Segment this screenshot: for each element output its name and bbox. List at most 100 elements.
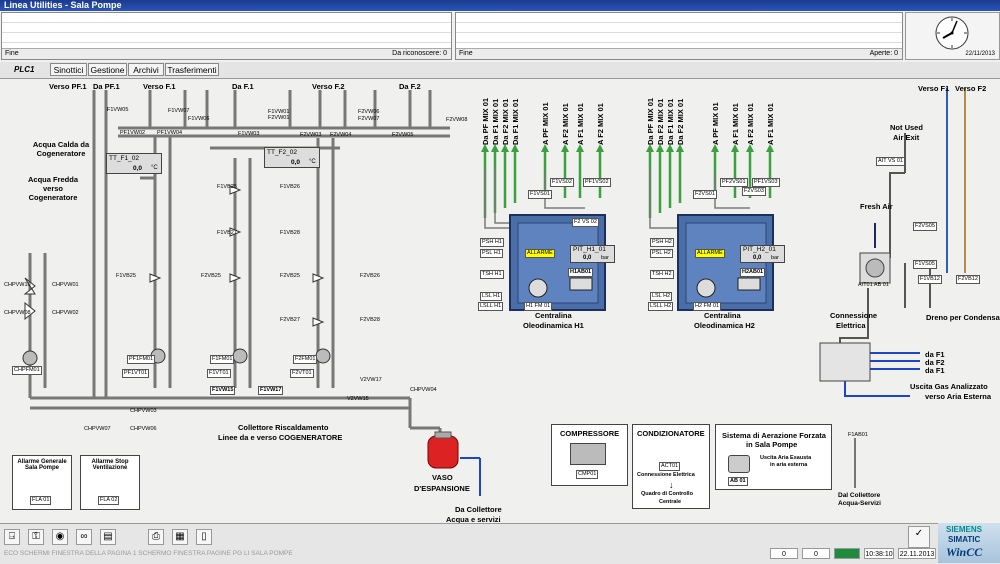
h1-alarm[interactable]: ALLARME [525,249,555,258]
valve-tag[interactable]: F2 VS 02 [572,218,599,227]
conditioner-tag[interactable]: ACT01 [659,462,681,471]
valve-tag[interactable]: F2VW08 [446,117,468,123]
ab01-tag[interactable]: AB 01 [728,477,748,486]
pump-tag[interactable]: F2FM01 [293,355,318,364]
unit-tag[interactable]: AIT01 AB 01 [858,282,889,288]
h2-motor[interactable]: H2 FM 01 [693,302,722,311]
key-icon[interactable]: ⚿ [28,529,44,545]
valve-tag[interactable]: F1VB25 [116,273,136,279]
temp-indicator-f1[interactable]: TT_F1_02 0,0 °C [106,153,162,174]
tab-archivi[interactable]: Archivi [128,63,164,76]
document-icon[interactable]: ▯ [196,529,212,545]
sensor-lsl-h2[interactable]: LSL H2 [650,292,673,301]
valve-tag[interactable]: CHPVW04 [410,387,437,393]
valve-tag[interactable]: F1VW05 [107,107,129,113]
pump-tag[interactable]: CHPFM01 [12,366,42,375]
valve-tag[interactable]: V2VW15 [347,396,369,402]
valve-tag[interactable]: PF2VS01 [720,178,748,187]
alarm-tag[interactable]: FLA 02 [98,496,120,505]
valve-tag[interactable]: PF1VS03 [752,178,780,187]
valve-tag[interactable]: F2VS01 [693,190,717,199]
conditioner-panel[interactable]: CONDIZIONATORE ACT01 Connessione Elettri… [632,424,710,509]
valve-tag[interactable]: CHPVW03 [130,408,157,414]
sensor-tsh-h1[interactable]: TSH H1 [480,270,504,279]
valve-tag[interactable]: F2VW05 [392,132,414,138]
valve-tag[interactable]: F2VB12 [956,275,980,284]
valve-tag[interactable]: F1VW06 [188,116,210,122]
binoculars-icon[interactable]: ∞ [76,529,92,545]
valve-tag[interactable]: F1VB12 [918,275,942,284]
valve-tag[interactable]: F2VS05 [913,222,937,231]
pump-button-f1vw17[interactable]: F1VW17 [258,386,284,395]
valve-tag[interactable]: PF1VW04 [157,130,183,136]
f1ab01-tag[interactable]: F1AB01 [848,432,868,438]
valve-tag[interactable]: F2VB28 [360,317,380,323]
alarm-tag[interactable]: FLA 01 [30,496,52,505]
valve-tag[interactable]: F1VW03 [238,131,260,137]
h2-alarm[interactable]: ALLARME [695,249,725,258]
valve-tag[interactable]: F2VW04 [330,132,352,138]
pump-tag[interactable]: PF1VT01 [122,369,150,378]
valve-tag[interactable]: F2VS03 [742,187,766,196]
camera-icon[interactable]: ◉ [52,529,68,545]
sensor-lsll-h1[interactable]: LSLL H1 [478,302,504,311]
valve-tag[interactable]: F1VW01 [268,109,290,115]
pump-tag[interactable]: PF1FM01 [127,355,156,364]
ait-tag[interactable]: AIT VS 01 [876,157,905,166]
h1-motor[interactable]: H1 FM 01 [524,302,553,311]
alarm-grid[interactable] [2,13,451,49]
valve-tag[interactable]: PF1VW02 [120,130,146,136]
tab-trasferimenti[interactable]: Trasferimenti [165,63,219,76]
pump-tag[interactable]: F1FM01 [210,355,235,364]
alarm-box-ventilazione[interactable]: Allarme Stop Ventilazione FLA 02 [80,455,140,510]
exit-icon[interactable]: ⍈ [4,529,20,545]
valve-tag[interactable]: F2VB25 [201,273,221,279]
print-icon[interactable]: ⎙ [148,529,164,545]
sensor-tsh-h2[interactable]: TSH H2 [650,270,674,279]
pump-tag[interactable]: F1VT01 [207,369,231,378]
sensor-lsll-h2[interactable]: LSLL H2 [648,302,674,311]
compressor-tag[interactable]: CMP01 [576,470,599,479]
valve-tag[interactable]: F1VB27 [217,230,237,236]
valve-tag[interactable]: F1VB25 [217,184,237,190]
aeration-panel[interactable]: Sistema di Aerazione Forzata in Sala Pom… [715,424,832,490]
alarm-box-generale[interactable]: Allarme Generale Sala Pompe FLA 01 [12,455,72,510]
valve-tag[interactable]: F1VS02 [550,178,574,187]
valve-tag[interactable]: CHPVW06 [130,426,157,432]
temp-indicator-f2[interactable]: TT_F2_02 0,0 °C [264,147,320,168]
valve-tag[interactable]: F1VB26 [280,184,300,190]
acknowledge-icon[interactable]: ✓ [908,526,930,548]
h2-pressure[interactable]: PIT_H2_01 0,0 bar [740,245,785,263]
tab-gestione[interactable]: Gestione [88,63,127,76]
valve-tag[interactable]: F1VS05 [913,260,937,269]
valve-tag[interactable]: F2VW03 [300,132,322,138]
h1-pressure[interactable]: PIT_H1_01 0,0 bar [570,245,615,263]
valve-tag[interactable]: F1VB28 [280,230,300,236]
valve-tag[interactable]: CHPVW07 [84,426,111,432]
compressor-panel[interactable]: COMPRESSORE CMP01 [551,424,628,486]
sensor-psh-h1[interactable]: PSH H1 [480,238,504,247]
valve-tag[interactable]: PF1VS02 [583,178,611,187]
valve-tag[interactable]: F2VB27 [280,317,300,323]
valve-tag[interactable]: F2VB26 [360,273,380,279]
valve-tag[interactable]: F1VS01 [528,190,552,199]
screens-icon[interactable]: ▤ [100,529,116,545]
valve-tag[interactable]: F1VW07 [168,108,190,114]
h1-ab-tag[interactable]: H1AB01 [568,268,594,277]
alarm-grid[interactable] [456,13,902,49]
valve-tag[interactable]: F2VW01 [268,115,290,121]
sensor-psl-h2[interactable]: PSL H2 [650,249,673,258]
valve-tag[interactable]: V2VW17 [360,377,382,383]
valve-tag[interactable]: CHPVW01 [52,282,79,288]
valve-tag[interactable]: F2VW07 [358,116,380,122]
valve-tag[interactable]: CHPVW10 [4,282,31,288]
pump-tag[interactable]: F2VT01 [290,369,314,378]
pump-button-f1vw15[interactable]: F1VW15 [210,386,236,395]
valve-tag[interactable]: F2VW06 [358,109,380,115]
sensor-psl-h1[interactable]: PSL H1 [480,249,503,258]
valve-tag[interactable]: CHPVW08 [4,310,31,316]
h2-ab-tag[interactable]: H2AB01 [740,268,766,277]
tab-sinottici[interactable]: Sinottici [50,63,87,76]
